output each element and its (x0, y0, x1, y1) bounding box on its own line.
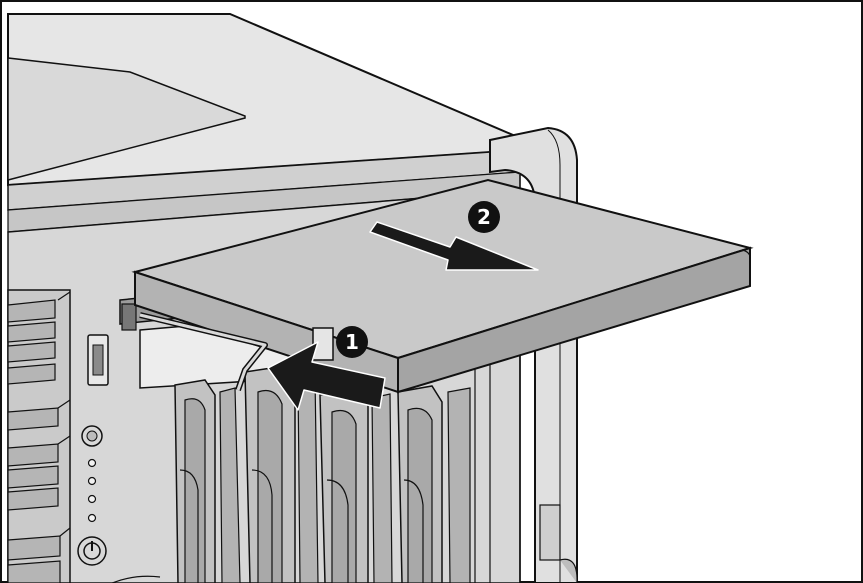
rack-ear-bottom (559, 558, 578, 583)
arrow-push-latch (267, 341, 386, 411)
callout-2: 2 (468, 201, 500, 233)
drive-tray-4 (397, 385, 471, 583)
arrow-slide-out (369, 221, 539, 271)
left-drive-bays (7, 289, 71, 583)
usb-port-icon (87, 334, 109, 386)
media-drive (131, 178, 754, 394)
chassis-top-recess (7, 57, 246, 181)
callout-2-label: 2 (477, 205, 491, 229)
media-bay-latch-tab (121, 303, 137, 331)
rack-ear-fold (547, 129, 561, 583)
power-icon (77, 536, 107, 566)
hot-plug-drive-trays (174, 298, 491, 583)
status-led-column (87, 458, 97, 523)
lower-bezel-curve (111, 575, 161, 583)
drive-tray-2 (244, 365, 319, 583)
drive-tray-1 (174, 379, 241, 583)
callout-1: 1 (336, 326, 368, 358)
drive-tray-3 (319, 387, 393, 583)
uid-button-icon (81, 425, 103, 447)
callout-1-label: 1 (345, 330, 359, 354)
rack-ear-latch (539, 504, 561, 561)
